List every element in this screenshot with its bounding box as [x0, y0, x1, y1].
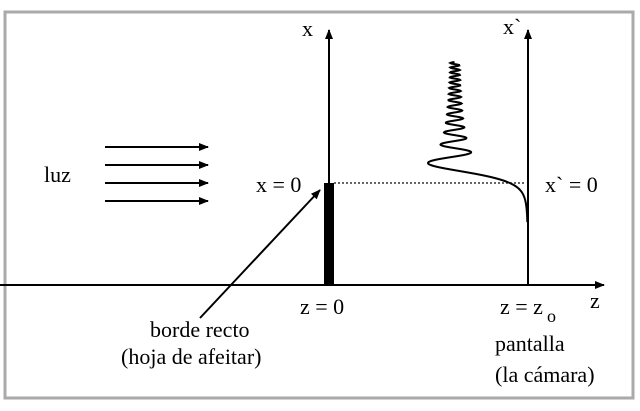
- x-zero-label: x = 0: [256, 172, 301, 197]
- edge-label-line1: borde recto: [150, 317, 250, 342]
- light-rays: [105, 143, 209, 205]
- frame-border: [3, 10, 635, 400]
- diffraction-intensity-curve: [426, 61, 529, 223]
- z-axis-label: z: [590, 288, 600, 313]
- edge-label-line2: (hoja de afeitar): [121, 344, 261, 369]
- razor-blade-edge: [324, 183, 334, 285]
- light-label: luz: [44, 162, 71, 187]
- z-zero-label: z = 0: [300, 294, 344, 319]
- edge-pointer-arrow: [199, 189, 321, 319]
- screen-label-line1: pantalla: [495, 331, 565, 356]
- x-axis-label: x: [302, 16, 313, 41]
- x-prime-zero-label: x` = 0: [545, 172, 598, 197]
- screen-label-line2: (la cámara): [495, 362, 595, 387]
- x-prime-axis-label: x`: [503, 14, 521, 39]
